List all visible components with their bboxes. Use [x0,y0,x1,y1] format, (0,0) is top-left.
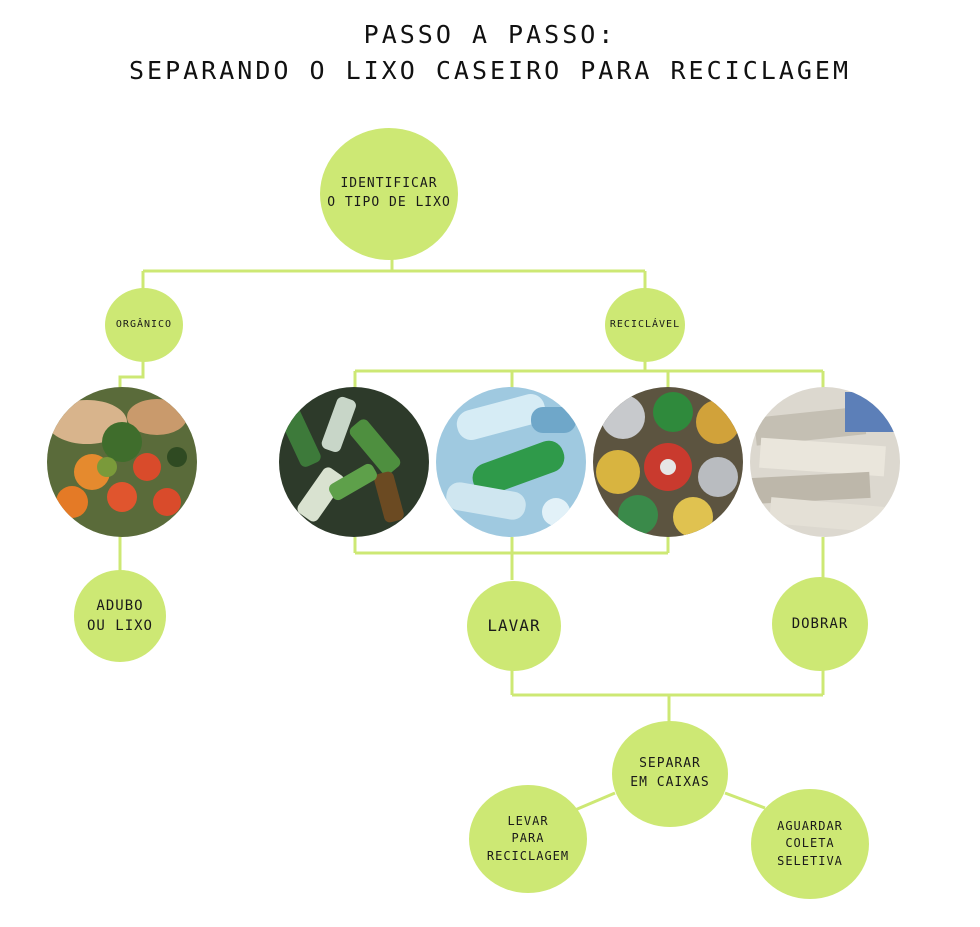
fold-node: DOBRAR [772,577,868,671]
paper-photo [750,387,900,537]
recyclable-node: RECICLÁVEL [605,288,685,362]
glass-bottles-photo [279,387,429,537]
compost-or-trash-node: ADUBO OU LIXO [74,570,166,662]
organic-node: ORGÂNICO [105,288,183,362]
wash-node: LAVAR [467,581,561,671]
separate-in-boxes-node: SEPARAR EM CAIXAS [612,721,728,827]
diagram-title-line-1: PASSO A PASSO: [363,20,617,49]
food-scraps-photo [47,387,197,537]
take-to-recycling-node: LEVAR PARA RECICLAGEM [469,785,587,893]
metal-cans-photo [593,387,743,537]
diagram-title-line-2: SEPARANDO O LIXO CASEIRO PARA RECICLAGEM [128,56,852,85]
await-selective-collection-node: AGUARDAR COLETA SELETIVA [751,789,869,899]
identify-waste-node: IDENTIFICAR O TIPO DE LIXO [320,128,458,260]
plastic-bottles-photo [436,387,586,537]
